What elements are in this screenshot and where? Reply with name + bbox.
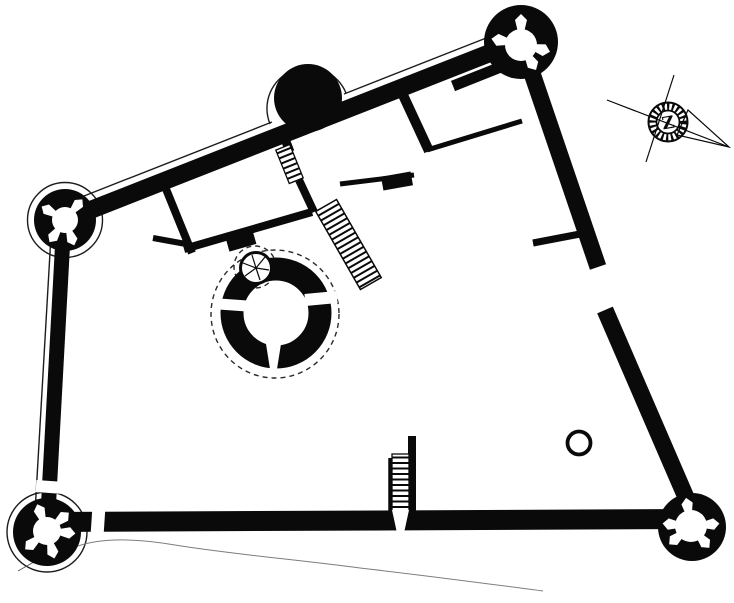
north-curtain-wall xyxy=(61,31,527,229)
keep-east-opening xyxy=(304,291,338,306)
curtain-walls xyxy=(35,31,696,537)
small-staircase xyxy=(274,143,305,185)
keep-dashed-outline xyxy=(210,249,340,379)
west-tower xyxy=(34,189,96,251)
compass-rose: Z xyxy=(606,74,732,163)
outer-outline xyxy=(6,30,505,573)
stair-turret xyxy=(239,251,273,285)
southwest-tower xyxy=(13,498,81,566)
middle-range xyxy=(339,92,523,191)
terrain-line xyxy=(17,539,544,592)
compass-hatched-ring xyxy=(649,103,687,141)
south-curtain-wall xyxy=(46,509,694,532)
semicircular-tower xyxy=(274,64,342,132)
well xyxy=(565,429,593,457)
south-staircase xyxy=(388,436,416,533)
central-keep xyxy=(210,245,340,379)
keep-ring-wall xyxy=(220,257,332,369)
south-stair-opening xyxy=(392,510,409,533)
great-staircase xyxy=(314,198,383,291)
west-postern xyxy=(35,480,65,494)
northeast-tower xyxy=(484,5,558,79)
southeast-tower xyxy=(658,493,726,561)
keep-west-opening xyxy=(218,298,248,312)
west-curtain-wall xyxy=(39,217,72,533)
east-spur-wall xyxy=(532,230,581,247)
compass-north-label: Z xyxy=(660,113,676,135)
east-curtain-wall-south xyxy=(597,306,696,506)
keep-south-opening xyxy=(266,344,281,369)
east-curtain-wall-north xyxy=(512,38,607,270)
south-gate xyxy=(90,505,106,537)
west-range xyxy=(152,137,318,255)
